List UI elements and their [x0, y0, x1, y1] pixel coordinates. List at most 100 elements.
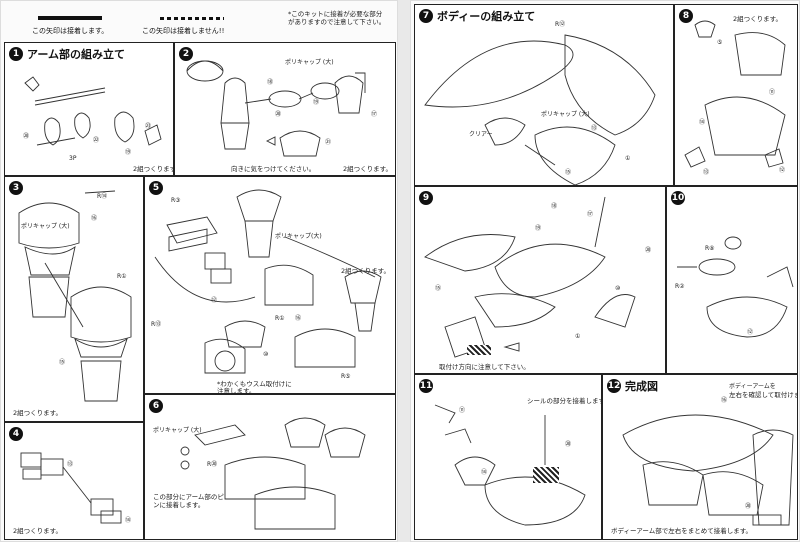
step-7-label: ⑬ [591, 125, 598, 132]
step-1-label: ⑳ [23, 133, 30, 140]
step-9-label: ⑳ [645, 247, 652, 254]
step-12-note: 左右を確認して取付けます。 [729, 391, 797, 399]
step-10-sketch [677, 236, 794, 338]
step-5-note: 2組つくります。 [341, 267, 390, 275]
step-2-label: ポリキャップ (大) [285, 59, 334, 66]
step-2-panel: 2 ポリキャップ (大) ⑲ ⑳ ⑰ ⑱ ㉑ 向きに気をつけてください。 2組つ… [174, 42, 396, 176]
step-9-sketch [424, 196, 636, 358]
step-9-panel: 9 ⑱ ⑰ ⑲ ⑳ ⑮ ⑩ ① 取付け方向に注意して下さい。 [414, 186, 666, 374]
step-6-label: R⑳ [207, 461, 218, 468]
step-10-label: R② [675, 283, 685, 290]
step-2-sketch [186, 60, 366, 157]
step-8-label: ⑬ [703, 169, 710, 176]
step-12-panel: 12 完成図 ボディーアームを ⑯ ⑳ 左右を確認して取付けます。 ボディーアー… [602, 374, 798, 540]
step-7-sketch [424, 34, 656, 185]
step-7-label: R⑫ [555, 21, 566, 28]
step-8-label: ⑫ [779, 167, 786, 174]
step-7-label: ① [625, 155, 631, 162]
step-5-note: *わかくもウスム取付けに注意します。 [217, 380, 292, 394]
step-4-panel: 4 ⑬ ⑭ 2組つくります。 [4, 422, 144, 540]
legend-dashed-arrow [160, 17, 224, 20]
step-11-label: ⑭ [481, 469, 488, 476]
step-2-label: ⑳ [275, 111, 282, 118]
step-12-number: 12 [607, 379, 621, 393]
step-12-label: ボディーアームを [729, 383, 776, 390]
step-7-label: クリアー [469, 131, 493, 138]
step-9-note: 取付け方向に注意して下さい。 [439, 363, 530, 371]
step-5-panel: 5 R③ ポリキャップ(大) R① R⑬ ⑯ ⑫ ⑩ R⑤ 2組つくります。 *… [144, 176, 396, 394]
step-9-number: 9 [419, 191, 433, 205]
step-5-label: ポリキャップ(大) [275, 233, 322, 240]
step-7-label: ⑮ [565, 169, 572, 176]
step-1-label: ⑲ [125, 149, 132, 156]
step-9-label: ⑲ [535, 225, 542, 232]
step-1-note: 2組つくります。 [133, 165, 173, 173]
step-12-sketch [622, 414, 794, 526]
step-3-label: R⑭ [97, 193, 108, 200]
step-7-label: ポリキャップ (大) [541, 111, 590, 118]
step-3-sketch [18, 190, 132, 402]
step-6-number: 6 [149, 399, 163, 413]
step-2-label: ⑱ [267, 79, 274, 86]
step-11-label: ⑪ [459, 407, 466, 414]
step-5-label: R① [275, 315, 285, 322]
step-2-note: 2組つくります。 [343, 165, 392, 173]
step-2-label: ⑰ [371, 111, 378, 118]
step-4-sketch [20, 452, 122, 524]
step-5-label: ⑯ [295, 315, 302, 322]
step-5-label: R⑤ [341, 373, 351, 380]
step-1-label: ㉒ [93, 137, 100, 144]
step-10-panel: 10 R⑧ R② ⑫ [666, 186, 798, 374]
step-12-label: ⑯ [721, 397, 728, 404]
step-12-label: ⑳ [745, 503, 752, 510]
step-1-sketch [24, 76, 162, 146]
step-10-number: 10 [671, 191, 685, 205]
step-6-sketch [180, 417, 366, 530]
step-8-note: 2組つくります。 [733, 15, 782, 23]
step-1-label: ㉓ [145, 123, 152, 130]
step-1-panel: 1 アーム部の組み立て ㉒ ㉓ ⑳ ⑲ 3P 2組つくります。 [4, 42, 174, 176]
step-10-label: ⑫ [747, 329, 754, 336]
step-11-note: シールの部分を接着します。 [527, 397, 601, 405]
step-4-label: ⑬ [67, 461, 74, 468]
step-1-number: 1 [9, 47, 23, 61]
step-8-label: ⑭ [699, 119, 706, 126]
step-3-label: ⑯ [91, 215, 98, 222]
step-9-label: ⑰ [587, 211, 594, 218]
step-2-number: 2 [179, 47, 193, 61]
step-2-label: ㉑ [325, 139, 332, 146]
step-3-panel: 3 ポリキャップ (大) R⑭ R① ⑮ ⑯ 2組つくります。 [4, 176, 144, 422]
step-6-note: この部分にアーム部のピンに接着します。 [153, 493, 224, 509]
step-11-number: 11 [419, 379, 433, 393]
step-9-label: ⑮ [435, 285, 442, 292]
step-3-label: R① [117, 273, 127, 280]
step-8-panel: 8 ⑤ ⑪ ⑭ ⑫ ⑬ 2組つくります。 [674, 4, 798, 186]
step-8-number: 8 [679, 9, 693, 23]
step-4-label: ⑭ [125, 517, 132, 524]
page-gutter [398, 0, 410, 542]
legend-solid-text: この矢印は接着します。 [32, 27, 109, 35]
legend-solid-arrow [38, 16, 102, 20]
step-8-label: ⑤ [717, 39, 723, 46]
step-9-hatch-area [467, 345, 491, 355]
step-5-label: ⑫ [211, 297, 218, 304]
step-11-hatch-area [533, 467, 559, 483]
legend-dashed-text: この矢印は接着しません!! [142, 27, 225, 35]
step-3-label: ポリキャップ (大) [21, 223, 70, 230]
step-4-number: 4 [9, 427, 23, 441]
step-5-label: R⑬ [151, 321, 162, 328]
step-7-number: 7 [419, 9, 433, 23]
step-7-panel: 7 ボディーの組み立て R⑫ ポリキャップ (大) クリアー ① ⑬ ⑮ [414, 4, 674, 186]
step-9-label: ① [575, 333, 581, 340]
step-3-label: ⑮ [59, 359, 66, 366]
step-11-sketch [434, 404, 586, 526]
step-11-panel: 11 ⑪ ⑭ ⑳ シールの部分を接着します。 [414, 374, 602, 540]
step-10-label: R⑧ [705, 245, 715, 252]
step-3-number: 3 [9, 181, 23, 195]
step-2-note: 向きに気をつけてください。 [231, 165, 316, 173]
step-2-label: ⑲ [313, 99, 320, 106]
step-5-label: R③ [171, 197, 181, 204]
step-3-note: 2組つくります。 [13, 409, 62, 417]
step-1-title: アーム部の組み立て [27, 48, 126, 61]
step-9-label: ⑱ [551, 203, 558, 210]
